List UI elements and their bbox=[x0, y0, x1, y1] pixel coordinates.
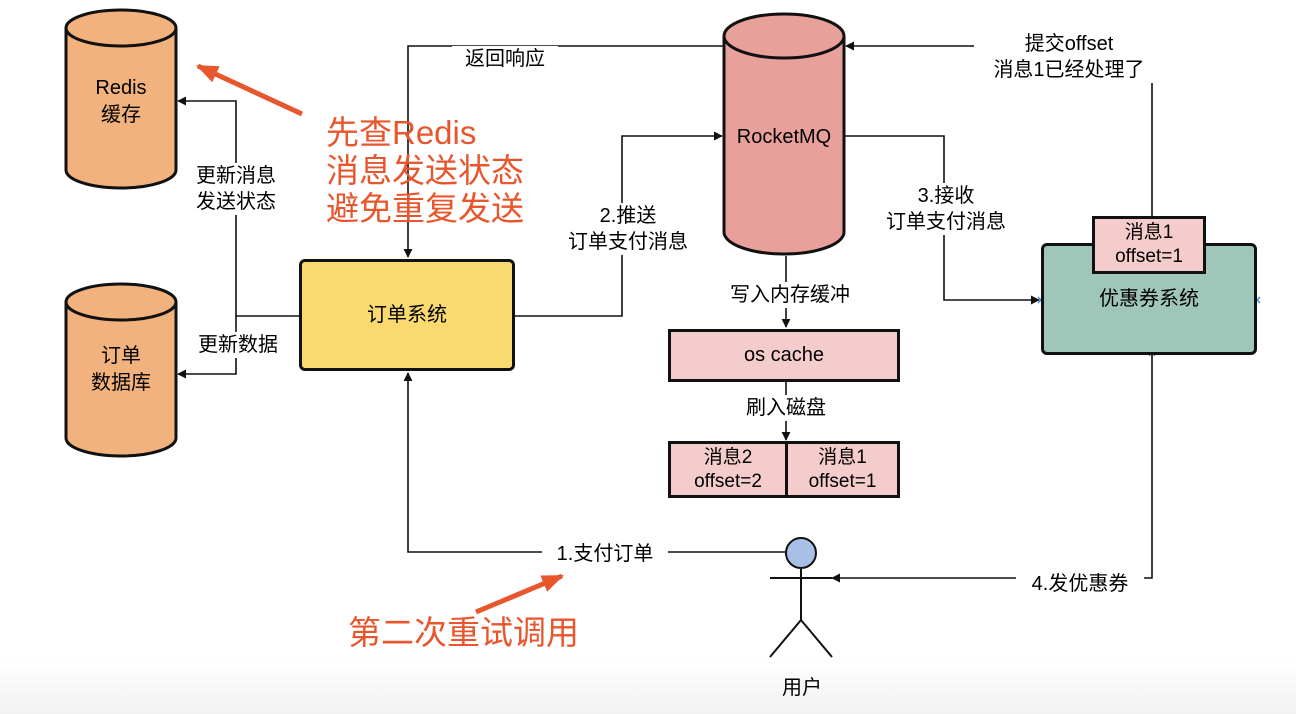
label-return-response: 返回响应 bbox=[452, 46, 558, 72]
order-system-box: 订单系统 bbox=[299, 259, 515, 371]
order-db-label: 订单 数据库 bbox=[91, 345, 151, 394]
bottom-shade bbox=[0, 660, 1296, 714]
label-receive-msg: 3.接收 订单支付消息 bbox=[868, 183, 1024, 235]
label-update-msg-state: 更新消息 发送状态 bbox=[182, 163, 290, 215]
rocketmq-label: RocketMQ bbox=[736, 126, 832, 148]
note-check-redis: 先查Redis 消息发送状态 避免重复发送 bbox=[326, 114, 524, 227]
rocketmq-cylinder bbox=[722, 12, 846, 256]
label-pay-order: 1.支付订单 bbox=[542, 541, 668, 567]
label-write-buffer: 写入内存缓冲 bbox=[716, 282, 864, 308]
label-user: 用户 bbox=[782, 677, 822, 699]
redis-cylinder bbox=[64, 8, 178, 190]
red-arrow-to-redis bbox=[196, 63, 304, 117]
label-issue-coupon: 4.发优惠券 bbox=[1016, 571, 1144, 597]
disk-message-2: 消息2 offset=2 bbox=[668, 441, 788, 498]
note-second-retry: 第二次重试调用 bbox=[348, 614, 579, 651]
edge-issue-coupon bbox=[831, 355, 1153, 583]
label-update-data: 更新数据 bbox=[188, 332, 288, 358]
os-cache-box: os cache bbox=[668, 329, 900, 382]
order-db-cylinder bbox=[64, 282, 178, 458]
disk-message-1: 消息1 offset=1 bbox=[785, 441, 900, 498]
label-flush-disk: 刷入磁盘 bbox=[732, 395, 840, 421]
label-commit-offset: 提交offset 消息1已经处理了 bbox=[974, 31, 1164, 83]
edge-return-response bbox=[403, 45, 724, 258]
redis-label: Redis 缓存 bbox=[95, 77, 147, 126]
red-arrow-to-pay bbox=[475, 573, 565, 615]
user-figure bbox=[769, 537, 833, 658]
label-push-msg: 2.推送 订单支付消息 bbox=[550, 203, 706, 255]
coupon-message-box: 消息1 offset=1 bbox=[1092, 216, 1206, 274]
